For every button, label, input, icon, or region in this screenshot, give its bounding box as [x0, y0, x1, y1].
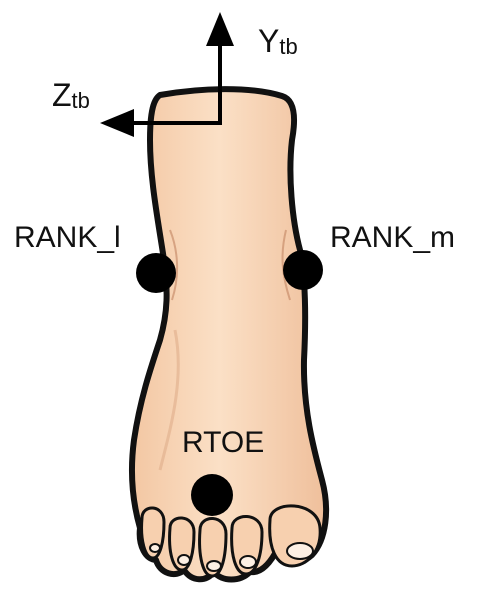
toenail-second — [240, 556, 256, 568]
marker-label-rank-m: RANK_m — [330, 221, 455, 254]
marker-rank-l — [136, 253, 176, 293]
toenail-fourth — [178, 555, 190, 565]
marker-rtoe — [191, 474, 233, 516]
toenail-third — [207, 561, 221, 571]
toenail-fifth — [150, 544, 160, 552]
z-axis-arrowhead — [100, 109, 134, 137]
toenail-big — [287, 543, 313, 559]
marker-label-rank-l: RANK_l — [14, 221, 121, 254]
marker-rank-m — [283, 250, 323, 290]
marker-label-rtoe: RTOE — [182, 426, 264, 459]
y-axis-label: Ytb — [258, 23, 298, 59]
y-axis-arrowhead — [206, 12, 234, 46]
z-axis-label: Ztb — [52, 77, 90, 113]
